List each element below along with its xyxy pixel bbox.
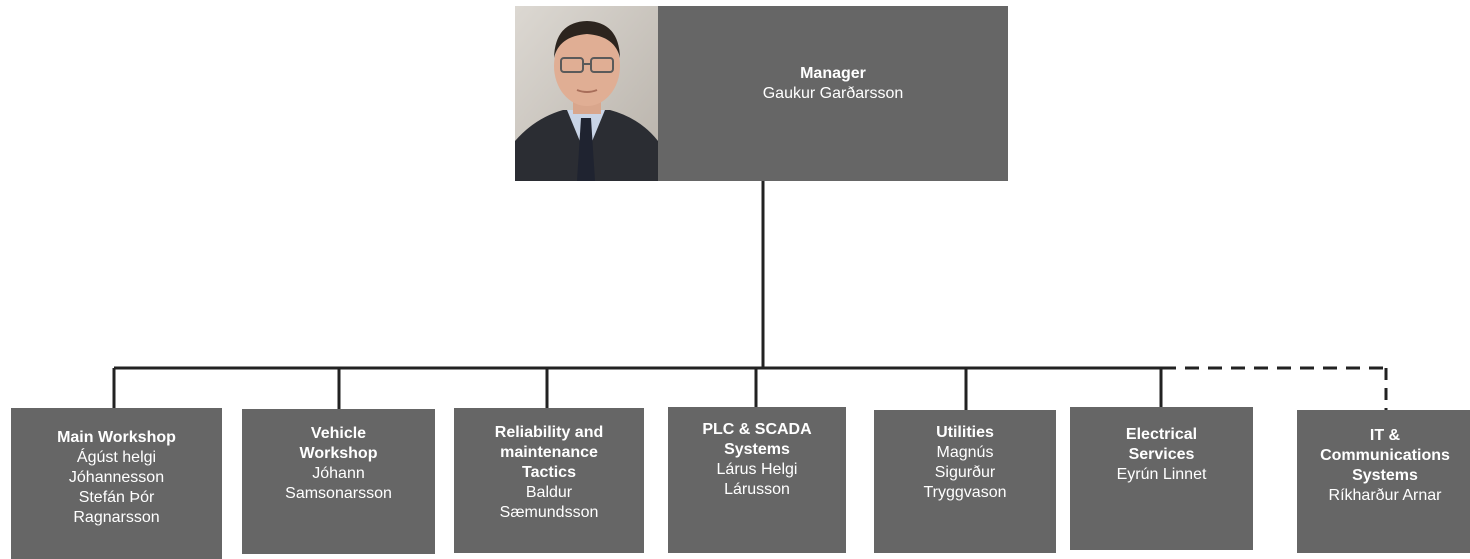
- department-title: Workshop: [299, 445, 378, 462]
- department-title: Tactics: [522, 464, 576, 481]
- manager-name: Gaukur Garðarsson: [762, 85, 904, 102]
- department-head-name: Ragnarsson: [73, 509, 160, 526]
- department-title: Main Workshop: [57, 429, 176, 446]
- manager-title: Manager: [800, 65, 866, 82]
- department-head-name: Jóhann: [312, 465, 365, 482]
- department-head-name: Lárusson: [724, 481, 790, 498]
- department-head-name: Tryggvason: [923, 484, 1007, 501]
- department-box-it-communications: IT & Communications Systems Ríkharður Ar…: [1297, 410, 1470, 553]
- department-box-vehicle-workshop: Vehicle Workshop Jóhann Samsonarsson: [242, 409, 435, 554]
- department-box-main-workshop: Main Workshop Ágúst helgi Jóhannesson St…: [11, 408, 222, 559]
- department-title: Services: [1128, 446, 1195, 463]
- department-box-reliability: Reliability and maintenance Tactics Bald…: [454, 408, 644, 553]
- department-head-name: Magnús: [936, 444, 994, 461]
- department-head-name: Sæmundsson: [499, 504, 599, 521]
- portrait-photo-icon: [515, 6, 658, 181]
- manager-box: Manager Gaukur Garðarsson: [658, 6, 1008, 181]
- department-head-name: Baldur: [525, 484, 573, 501]
- department-title: PLC & SCADA: [702, 421, 812, 438]
- manager-photo: [515, 6, 658, 181]
- department-title: Electrical: [1125, 426, 1198, 443]
- department-title: Communications: [1320, 447, 1450, 464]
- department-head-name: Jóhannesson: [68, 469, 165, 486]
- department-title: maintenance: [500, 444, 598, 461]
- department-box-electrical: Electrical Services Eyrún Linnet: [1070, 407, 1253, 550]
- department-head-name: Lárus Helgi: [716, 461, 798, 478]
- department-head-name: Ágúst helgi: [76, 449, 157, 466]
- department-title: Reliability and: [494, 424, 604, 441]
- department-head-name: Ríkharður Arnar: [1328, 487, 1442, 504]
- department-head-name: Stefán Þór: [78, 489, 155, 506]
- department-box-plc-scada: PLC & SCADA Systems Lárus Helgi Lárusson: [668, 407, 846, 553]
- department-title: Systems: [724, 441, 790, 458]
- department-head-name: Samsonarsson: [285, 485, 392, 502]
- department-head-name: Sigurður: [934, 464, 996, 481]
- department-box-utilities: Utilities Magnús Sigurður Tryggvason: [874, 410, 1056, 553]
- department-title: IT &: [1369, 427, 1401, 444]
- department-title: Utilities: [936, 424, 994, 441]
- department-head-name: Eyrún Linnet: [1116, 466, 1207, 483]
- department-title: Systems: [1352, 467, 1418, 484]
- department-title: Vehicle: [310, 425, 367, 442]
